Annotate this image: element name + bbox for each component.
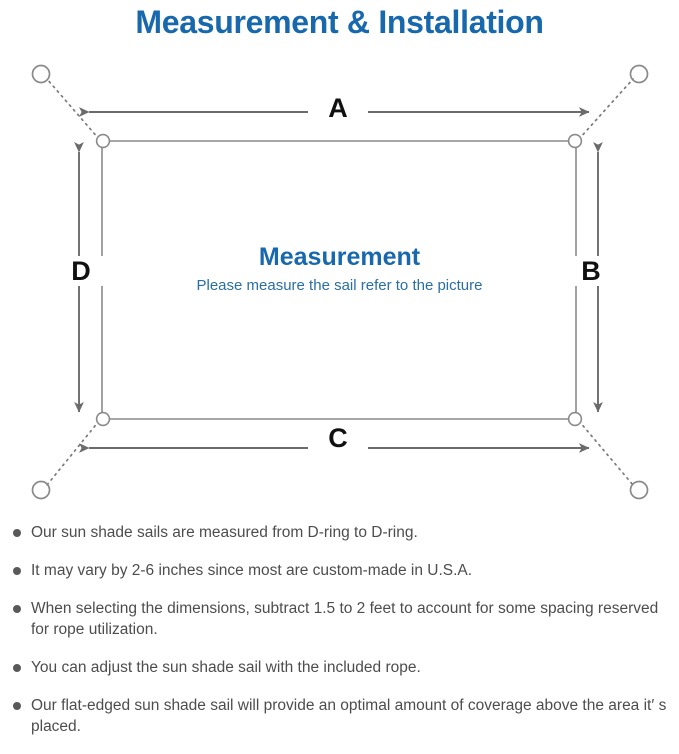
diagram-center-title: Measurement — [258, 243, 421, 271]
bullet-icon — [13, 567, 21, 575]
dimension-label-a: A — [308, 93, 368, 123]
rope-top-right — [578, 78, 634, 140]
dimension-label-b: B — [568, 256, 614, 286]
rope-top-left — [46, 78, 100, 140]
d-rings — [95, 133, 583, 427]
dimension-label-c: C — [308, 423, 368, 453]
list-item: You can adjust the sun shade sail with t… — [0, 657, 679, 678]
list-item-text: Our flat-edged sun shade sail will provi… — [31, 697, 667, 735]
diagram-center-subtitle: Please measure the sail refer to the pic… — [196, 277, 483, 294]
anchor-point-top-right — [629, 64, 649, 84]
notes-list: Our sun shade sails are measured from D-… — [0, 522, 679, 754]
anchor-point-bottom-right — [629, 480, 649, 500]
list-item-text: You can adjust the sun shade sail with t… — [31, 659, 421, 676]
d-ring-bottom-left — [95, 411, 111, 427]
list-item-text: Our sun shade sails are measured from D-… — [31, 524, 418, 541]
rope-lines — [46, 78, 634, 486]
bullet-icon — [13, 664, 21, 672]
measurement-diagram: Measurement Please measure the sail refe… — [0, 44, 679, 514]
list-item: Our sun shade sails are measured from D-… — [0, 522, 679, 543]
d-ring-top-right — [567, 133, 583, 149]
list-item: When selecting the dimensions, subtract … — [0, 598, 679, 640]
d-ring-top-left — [95, 133, 111, 149]
bullet-icon — [13, 529, 21, 537]
bullet-icon — [13, 702, 21, 710]
list-item-text: When selecting the dimensions, subtract … — [31, 600, 659, 638]
rope-bottom-left — [46, 420, 100, 486]
bullet-icon — [13, 605, 21, 613]
d-ring-bottom-right — [567, 411, 583, 427]
rope-bottom-right — [578, 420, 634, 486]
list-item: It may vary by 2-6 inches since most are… — [0, 560, 679, 581]
anchor-point-top-left — [31, 64, 51, 84]
list-item-text: It may vary by 2-6 inches since most are… — [31, 562, 473, 579]
anchor-points — [31, 64, 649, 500]
anchor-point-bottom-left — [31, 480, 51, 500]
list-item: Our flat-edged sun shade sail will provi… — [0, 695, 679, 737]
page-title: Measurement & Installation — [135, 4, 544, 40]
dimension-label-d: D — [58, 256, 104, 286]
